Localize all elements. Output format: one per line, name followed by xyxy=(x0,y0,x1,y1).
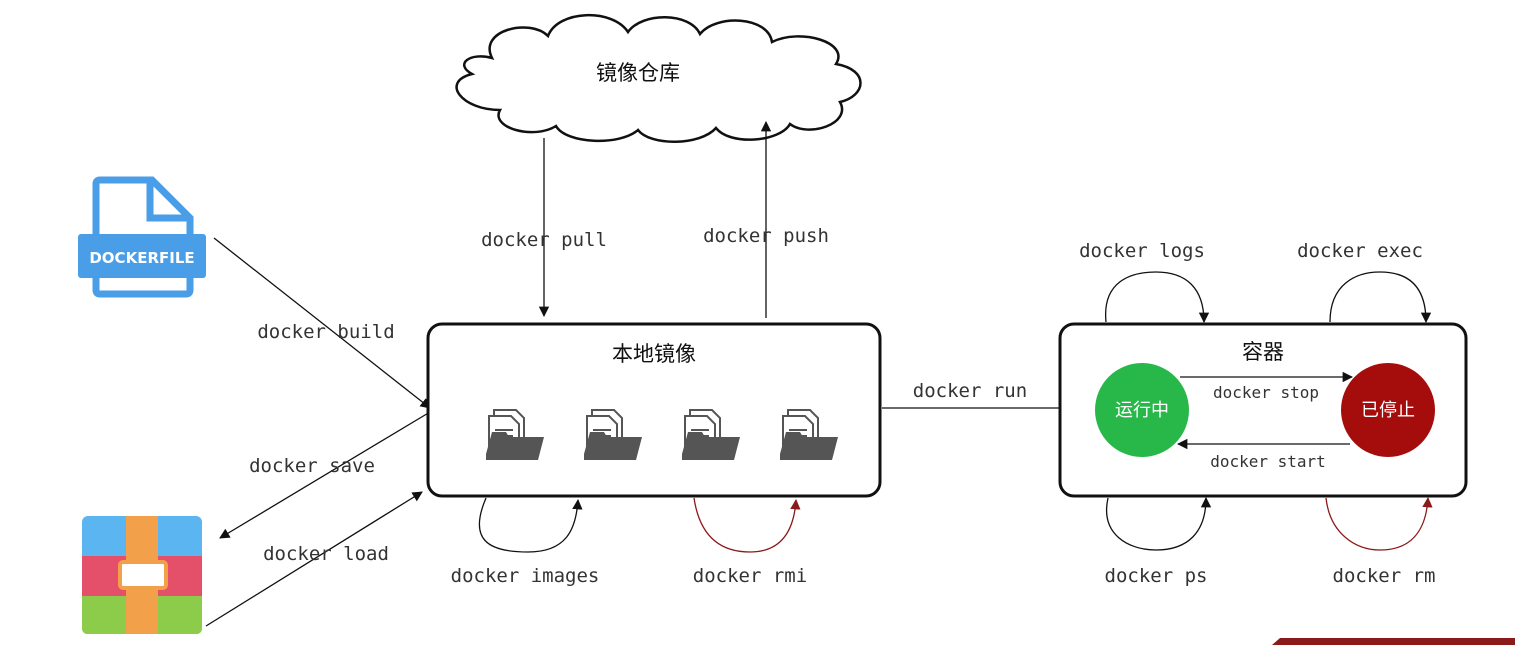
docker-logs-label: docker logs xyxy=(1079,240,1205,262)
image-registry-cloud: 镜像仓库 xyxy=(455,13,862,143)
archive-icon xyxy=(82,516,202,634)
build-arrow xyxy=(213,237,431,409)
docker-build-label: docker build xyxy=(257,321,394,343)
running-state-label: 运行中 xyxy=(1115,400,1169,421)
stopped-state-label: 已停止 xyxy=(1361,400,1415,421)
docker-ps-label: docker ps xyxy=(1105,565,1208,587)
docker-push-label: docker push xyxy=(703,225,829,247)
docker-run-label: docker run xyxy=(913,380,1027,402)
stopped-state xyxy=(1341,363,1435,457)
dockerfile-label: DOCKERFILE xyxy=(89,249,194,267)
docker-exec-label: docker exec xyxy=(1297,240,1423,262)
exec-loop xyxy=(1329,271,1432,324)
running-state xyxy=(1095,363,1189,457)
container-box: 容器 运行中 已停止 xyxy=(1058,322,1468,498)
docker-start-label: docker start xyxy=(1210,452,1326,471)
docker-load-label: docker load xyxy=(263,543,389,565)
docker-stop-label: docker stop xyxy=(1213,383,1319,402)
corner-banner xyxy=(1272,638,1515,645)
docker-images-label: docker images xyxy=(451,565,600,587)
container-title: 容器 xyxy=(1242,340,1284,364)
images-loop xyxy=(478,497,583,553)
save-arrow xyxy=(219,411,431,539)
local-images-title: 本地镜像 xyxy=(612,342,696,366)
ps-loop xyxy=(1105,496,1212,551)
load-arrow xyxy=(205,491,423,627)
dockerfile-icon: DOCKERFILE xyxy=(78,176,206,298)
docker-save-label: docker save xyxy=(249,455,375,477)
rmi-loop xyxy=(693,497,801,553)
docker-pull-label: docker pull xyxy=(481,229,607,251)
rm-loop xyxy=(1325,496,1433,551)
local-images-box: 本地镜像 xyxy=(426,322,882,498)
docker-rmi-label: docker rmi xyxy=(693,565,807,587)
logs-loop xyxy=(1105,271,1210,324)
cloud-label: 镜像仓库 xyxy=(596,61,680,85)
docker-rm-label: docker rm xyxy=(1333,565,1436,587)
